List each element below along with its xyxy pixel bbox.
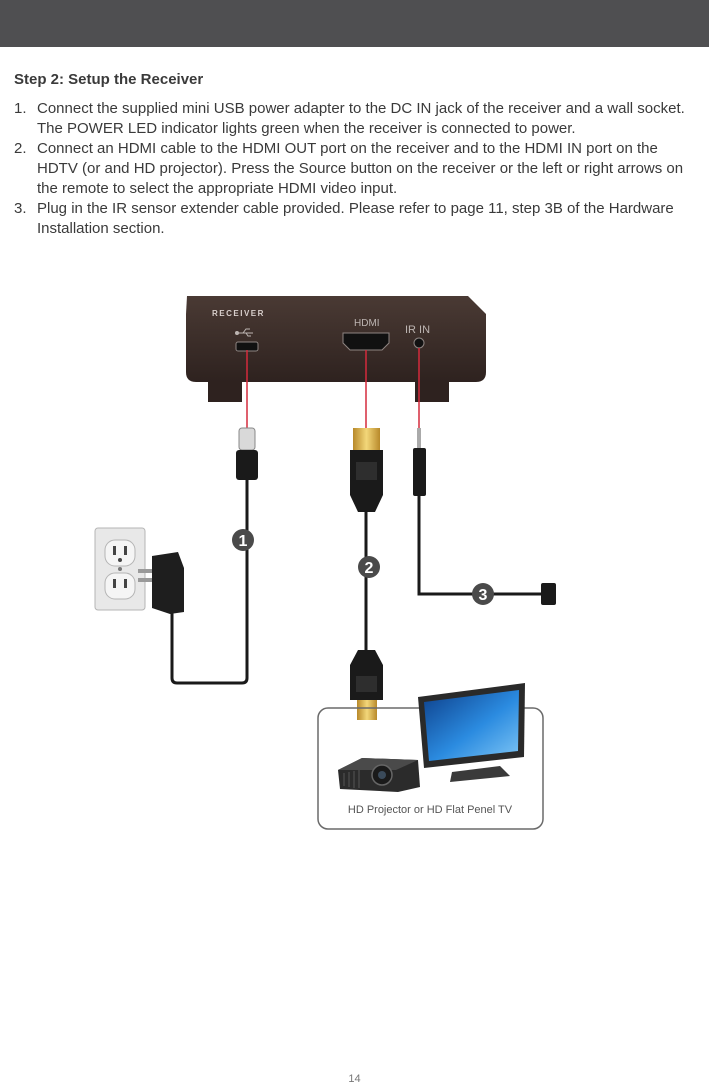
step-item: 3. Plug in the IR sensor extender cable … <box>14 199 694 239</box>
callout-number: 1 <box>239 533 248 550</box>
ir-port-label: IR IN <box>405 324 430 336</box>
callout-badge-2: 2 <box>358 556 380 578</box>
display-caption: HD Projector or HD Flat Penel TV <box>348 804 513 816</box>
step-text: Connect the supplied mini USB power adap… <box>37 100 685 137</box>
hdmi-plug-body <box>350 450 383 512</box>
ir-sensor <box>541 583 556 605</box>
section-heading: Step 2: Setup the Receiver <box>14 71 204 88</box>
step-item: 2. Connect an HDMI cable to the HDMI OUT… <box>14 139 694 199</box>
header-bar <box>0 0 709 47</box>
step-number: 1. <box>14 100 27 117</box>
hdmi-cable <box>350 428 383 720</box>
hd-projector <box>338 758 420 792</box>
ir-extender-cable <box>413 428 556 605</box>
tv-screen <box>424 690 519 761</box>
callout-badge-1: 1 <box>232 529 254 551</box>
ir-in-port <box>413 337 425 349</box>
ir-jack-tip <box>417 428 421 448</box>
hdmi-plug-tip-bottom <box>357 700 377 720</box>
hdmi-plug-body-bottom <box>350 650 383 700</box>
connection-diagram: RECEIVER HDMI IR IN <box>94 296 556 830</box>
connection-guides <box>246 348 420 428</box>
usb-power-cable <box>170 427 258 685</box>
tv-stand <box>450 766 510 782</box>
usb-cable-wire <box>170 480 249 685</box>
mini-usb-port <box>235 341 259 352</box>
usb-icon <box>235 328 253 337</box>
mini-usb-plug-tip <box>238 427 256 451</box>
step-number: 3. <box>14 200 27 217</box>
callout-badge-3: 3 <box>472 583 494 605</box>
ir-cable-wire <box>417 496 545 596</box>
step-text: Plug in the IR sensor extender cable pro… <box>37 200 674 237</box>
receiver-device: RECEIVER HDMI IR IN <box>186 296 486 402</box>
hdmi-port-label: HDMI <box>354 318 380 329</box>
flat-panel-tv <box>418 683 525 782</box>
callout-number: 2 <box>365 560 374 577</box>
ir-jack-body <box>413 448 426 496</box>
step-item: 1. Connect the supplied mini USB power a… <box>14 99 694 139</box>
hdmi-port <box>342 332 390 351</box>
receiver-label: RECEIVER <box>212 309 265 318</box>
receiver-body <box>186 296 486 382</box>
mini-usb-plug-body <box>236 450 258 480</box>
wall-outlet <box>94 527 146 611</box>
adapter-body <box>152 552 184 614</box>
power-adapter <box>138 552 184 614</box>
page-number: 14 <box>348 1073 361 1085</box>
setup-steps-list: 1. Connect the supplied mini USB power a… <box>14 99 694 239</box>
hdmi-plug-tip <box>353 428 380 450</box>
step-text: Connect an HDMI cable to the HDMI OUT po… <box>37 140 684 197</box>
callout-number: 3 <box>479 587 488 604</box>
step-number: 2. <box>14 140 27 157</box>
